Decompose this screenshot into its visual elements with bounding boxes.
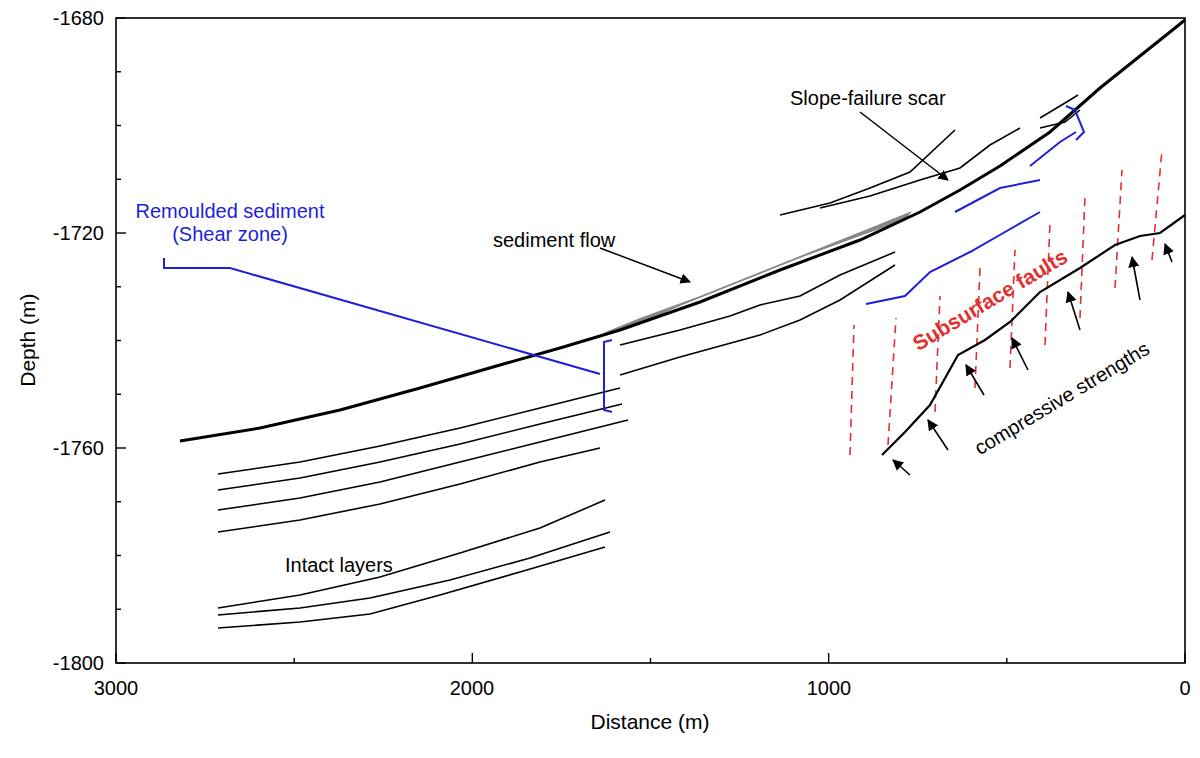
axis-tick-label: -1720 <box>53 222 104 245</box>
leader-arrows <box>600 112 948 282</box>
subsurface-faults <box>850 150 1162 455</box>
shear-zone-lines <box>164 106 1084 412</box>
callout-label: Slope-failure scar <box>790 87 946 110</box>
callout-label: sediment flow <box>493 229 615 252</box>
sediment-flow-lens <box>603 211 912 333</box>
plot-frame <box>116 18 1185 663</box>
axis-tick-label: 3000 <box>94 677 139 700</box>
axis-tick-label: 0 <box>1179 677 1190 700</box>
axis-tick-label: -1680 <box>53 7 104 30</box>
axis-tick-label: 1000 <box>807 677 852 700</box>
strength-arrows <box>893 244 1172 475</box>
intact-layers <box>218 95 1080 628</box>
axis-tick-label: -1760 <box>53 437 104 460</box>
plot-frame <box>116 18 1185 663</box>
axis-title: Distance (m) <box>590 710 709 734</box>
axis-title: Depth (m) <box>16 293 40 386</box>
callout-label: compressive strengths <box>970 337 1153 460</box>
seafloor-line <box>180 20 1185 441</box>
axis-tick-label: 2000 <box>450 677 495 700</box>
callout-label: Intact layers <box>285 554 393 577</box>
axis-tick-label: -1800 <box>53 652 104 675</box>
callout-label: Remoulded sediment (Shear zone) <box>135 200 325 246</box>
